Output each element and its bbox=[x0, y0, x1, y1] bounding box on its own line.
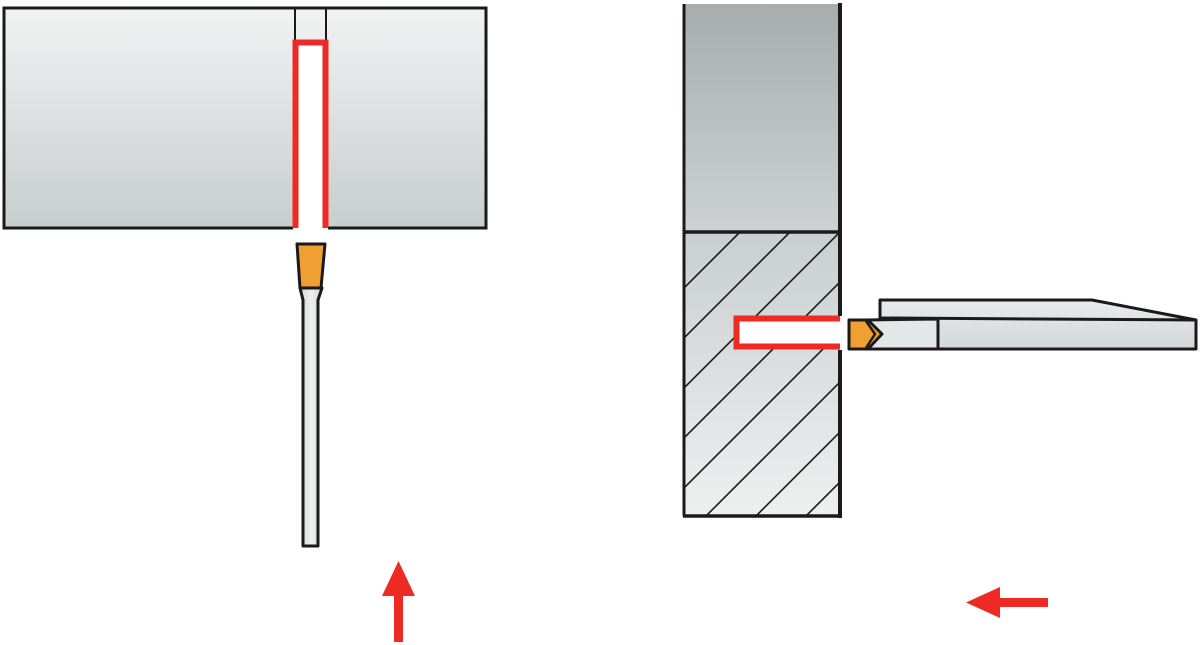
right-insert-notch bbox=[864, 320, 877, 349]
left-workpiece bbox=[2, 6, 488, 230]
left-grooving-tool bbox=[295, 242, 327, 548]
right-grooving-tool bbox=[847, 298, 1198, 351]
right-insert-icon bbox=[847, 318, 884, 351]
left-insert-icon bbox=[295, 242, 327, 290]
left-groove-outline bbox=[292, 39, 329, 228]
right-groove-outline bbox=[733, 315, 840, 350]
right-workpiece-section bbox=[684, 232, 840, 516]
right-groove-channel bbox=[734, 317, 842, 347]
left-tool-shank bbox=[298, 286, 324, 548]
feed-arrow-left-icon bbox=[966, 587, 1048, 618]
right-view bbox=[682, 3, 1198, 618]
left-view bbox=[2, 6, 488, 642]
right-workpiece-upper bbox=[684, 4, 840, 232]
feed-arrow-up-icon bbox=[382, 561, 415, 642]
section-hatching bbox=[684, 232, 840, 516]
left-groove-channel bbox=[293, 40, 328, 230]
